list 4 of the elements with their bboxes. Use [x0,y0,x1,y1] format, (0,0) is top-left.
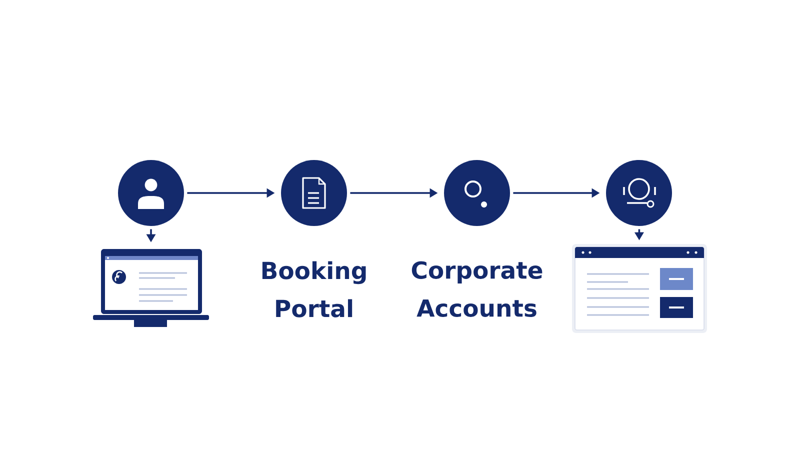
browser-window-picture [572,244,707,333]
laptop-picture [93,249,209,327]
step-label: Corporate Accounts [412,261,542,317]
step-label: Booking Portal [262,261,366,318]
